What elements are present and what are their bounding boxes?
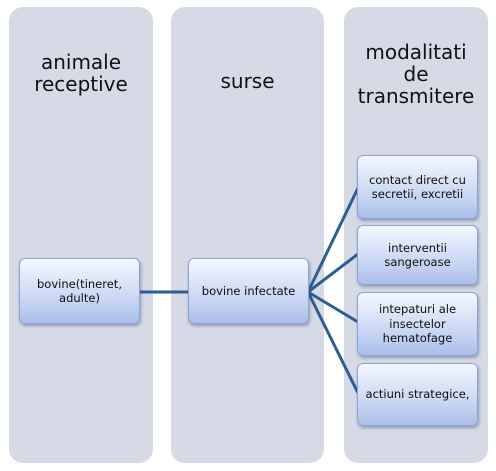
column-title: animale receptive — [34, 50, 128, 96]
node-bovine-infectate: bovine infectate — [188, 258, 309, 324]
column-title: modalitati de transmitere — [357, 40, 475, 108]
node-intepaturi-insecte: intepaturi ale insectelor hematofage — [357, 292, 478, 356]
node-interventii-sangeroase: interventii sangeroase — [357, 225, 478, 285]
connector-surse-to-interventii — [307, 252, 359, 294]
connector-surse-to-contact — [306, 187, 360, 293]
node-bovine-tineret-adulte: bovine(tineret, adulte) — [19, 258, 140, 324]
connector-surse-to-intepaturi — [307, 290, 359, 324]
connector-surse-to-actiuni — [306, 291, 360, 394]
node-actiuni-strategice: actiuni strategice, — [357, 363, 478, 426]
node-contact-direct: contact direct cu secretii, excretii — [357, 155, 478, 219]
column-surse: surse — [171, 7, 324, 463]
column-title: surse — [220, 69, 275, 93]
column-animale-receptive: animale receptive — [9, 7, 153, 463]
